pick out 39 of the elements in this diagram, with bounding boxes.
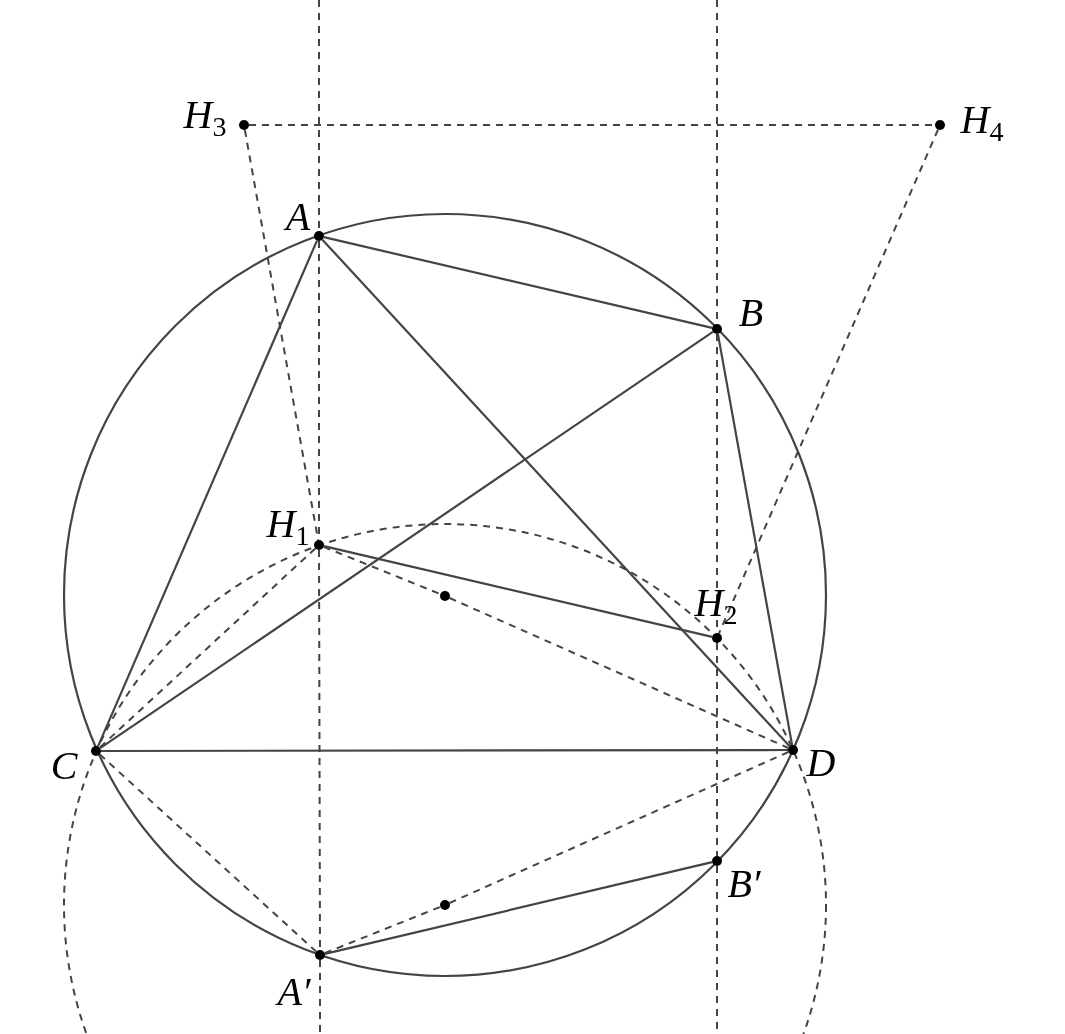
point-dot [315, 950, 325, 960]
line-segment [323, 545, 713, 638]
point-dot [239, 120, 249, 130]
point-label: D [806, 743, 836, 783]
dashed-line [322, 545, 442, 596]
point-dot [712, 633, 722, 643]
point-label: B [738, 293, 764, 333]
point-label: C [50, 746, 78, 786]
dashed-line [323, 905, 442, 955]
point-dot [91, 746, 101, 756]
center-dot [440, 900, 450, 910]
point-dot [788, 745, 798, 755]
point-label: H$_{1}$ [266, 504, 310, 544]
line-segment [324, 861, 713, 955]
dashed-line [243, 128, 320, 542]
point-label: H$_{4}$ [960, 100, 1004, 140]
dashed-line [448, 751, 790, 904]
dashed-line [319, 959, 321, 1034]
point-label: B′ [727, 864, 761, 904]
point-label: H$_{3}$ [183, 95, 227, 135]
point-dot [712, 856, 722, 866]
line-segment [99, 330, 714, 750]
point-dot [712, 324, 722, 334]
point-dot [314, 231, 324, 241]
dashed-line [98, 547, 317, 749]
point-dot [935, 120, 945, 130]
line-segment [321, 238, 791, 748]
dashed-line [716, 642, 718, 857]
dashed-line [98, 753, 318, 953]
line-segment [716, 333, 794, 746]
point-label: A [285, 197, 311, 237]
point-label: H$_{2}$ [694, 583, 738, 623]
line-segment [101, 748, 788, 753]
point-dot [314, 540, 324, 550]
center-dot [440, 591, 450, 601]
dashed-line [448, 597, 790, 749]
point-label: A′ [277, 972, 311, 1012]
dashed-line [718, 128, 939, 635]
line-segment [323, 236, 713, 329]
